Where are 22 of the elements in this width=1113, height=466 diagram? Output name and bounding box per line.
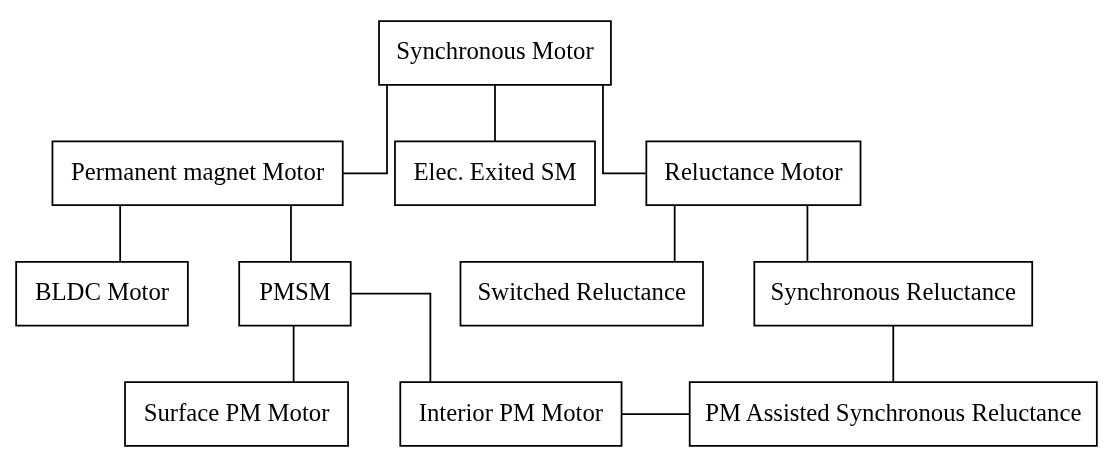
connector <box>892 324 895 383</box>
connector <box>621 412 691 415</box>
connector <box>673 204 676 262</box>
connector <box>494 83 496 142</box>
node-box: BLDC Motor <box>15 260 189 326</box>
connector <box>292 324 295 383</box>
node-box: Synchronous Reluctance <box>753 260 1034 326</box>
node-box: Permanent magnet Motor <box>51 140 344 206</box>
connector <box>290 204 292 262</box>
connector <box>602 83 647 174</box>
connector <box>119 204 122 262</box>
connector <box>349 292 432 383</box>
connector <box>806 204 809 262</box>
node-box: Switched Reluctance <box>459 260 704 326</box>
node-box: Synchronous Motor <box>378 19 612 86</box>
node-box: PM Assisted Synchronous Reluctance <box>688 380 1098 447</box>
node-box: Elec. Exited SM <box>394 140 596 206</box>
node-box: PMSM <box>238 260 352 326</box>
node-box: Reluctance Motor <box>645 140 862 206</box>
connector <box>342 83 388 174</box>
node-box: Interior PM Motor <box>399 380 623 447</box>
node-box: Surface PM Motor <box>124 380 349 447</box>
